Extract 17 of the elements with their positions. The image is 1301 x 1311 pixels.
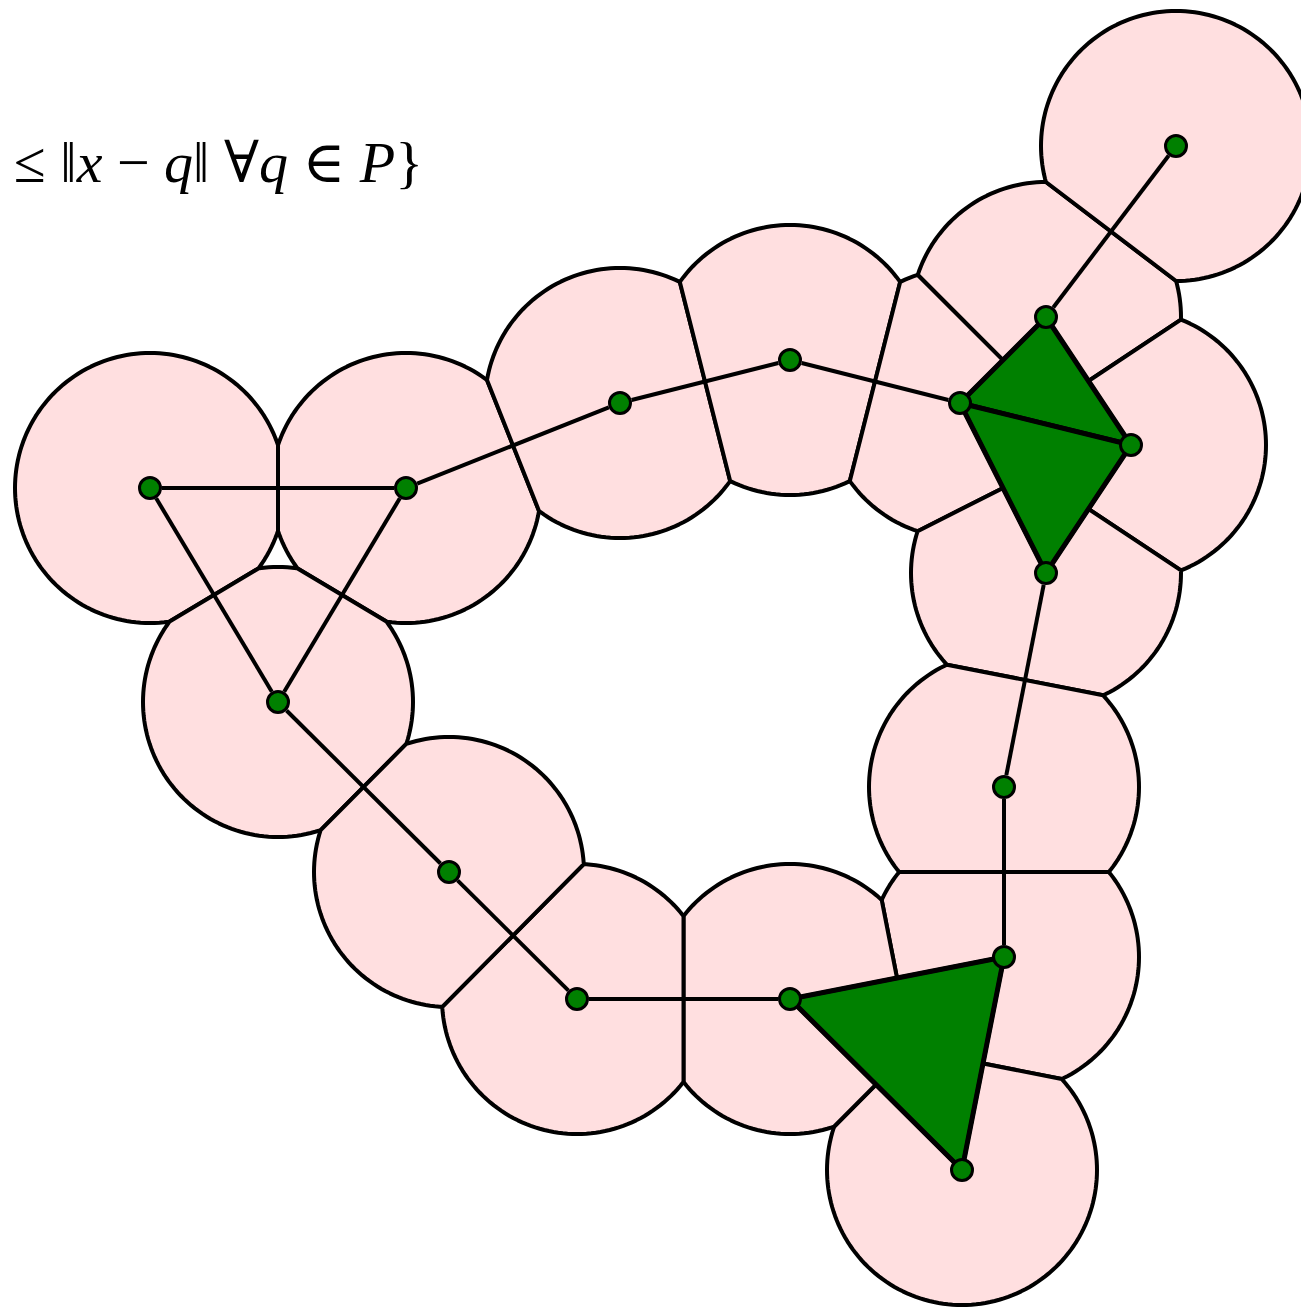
edge-line (797, 1006, 955, 1163)
edge-line (801, 957, 993, 999)
edge-line (162, 486, 394, 490)
edge-line (962, 968, 1004, 1159)
edge-line (282, 497, 402, 693)
formula-text: ≤ ‖x − q‖ ∀q ∈ P} (14, 129, 424, 196)
edge-line (154, 497, 274, 693)
edge-line (631, 361, 779, 402)
edge-line (416, 405, 610, 486)
edge-line (1002, 799, 1006, 945)
edge-line (967, 324, 1039, 396)
edge-line (456, 879, 570, 992)
edge-line (1004, 584, 1046, 776)
edge-line (1051, 154, 1171, 309)
edge-line (285, 709, 442, 865)
edge-line (589, 997, 778, 1001)
edge-line (801, 361, 949, 402)
